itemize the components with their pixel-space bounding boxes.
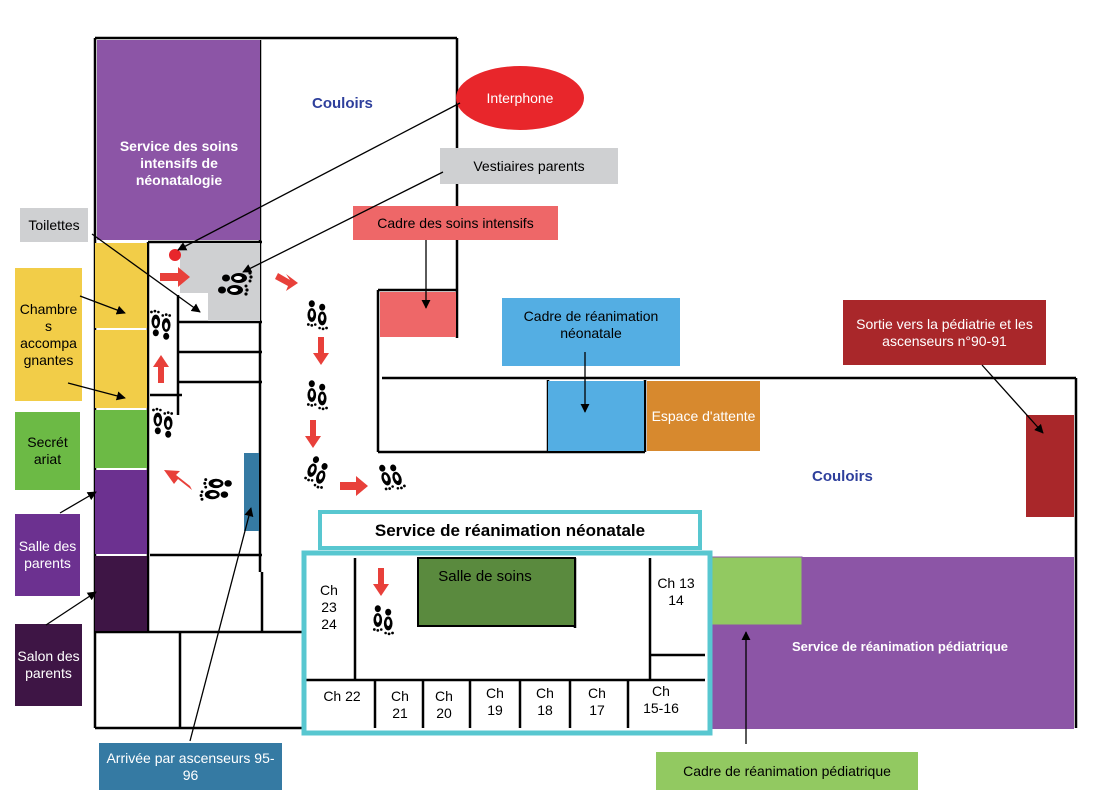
- salon-parents-label: Salon des parents: [17, 648, 80, 681]
- chambres-label: Chambre s accompa gnantes: [19, 300, 78, 368]
- neonat-service-block: [97, 40, 260, 240]
- salle-soins-block: [417, 557, 576, 627]
- footprint-icon: [199, 478, 232, 501]
- route-arrow: [160, 267, 190, 287]
- footprint-icon: [306, 380, 328, 411]
- cadre-soins-block: [380, 292, 456, 337]
- vestiaires-block-2: [180, 243, 208, 293]
- secretariat-label: Secrét ariat: [27, 434, 68, 467]
- footprint-icon: [302, 454, 333, 491]
- footprint-icon: [376, 459, 407, 495]
- room-ch22: Ch 22: [323, 688, 361, 704]
- secretariat-label-bg: [15, 412, 80, 490]
- reanimation-neonatale-frame: [301, 550, 713, 736]
- service-reanimation-pediatrique-label: Service de réanimation pédiatrique: [791, 638, 1009, 654]
- salon-parents-block: [95, 556, 147, 631]
- cadre-reanimation-neonatale-label: Cadre de réanimation néonatale: [523, 308, 659, 341]
- service-reanimation-neonatale-label: Service de réanimation néonatale: [374, 520, 646, 540]
- vestiaires-label: Vestiaires parents: [473, 157, 585, 174]
- salle-parents-label-bg: [15, 514, 80, 596]
- room-ch19: Ch 19: [486, 685, 504, 718]
- chambres-label-bg: [15, 268, 82, 401]
- room-ch21: Ch 21: [391, 688, 409, 721]
- cadre-reanimation-neonatale-block: [548, 381, 644, 451]
- cadre-pediatrique-label-bg: [656, 752, 918, 790]
- room-ch15-16: Ch 15-16: [643, 683, 679, 716]
- cadre-soins-intensifs-label: Cadre des soins intensifs: [377, 214, 534, 231]
- toilettes-label: Toilettes: [28, 216, 80, 233]
- room-ch18: Ch 18: [536, 685, 554, 718]
- corridor-top-label: Couloirs: [312, 95, 373, 112]
- vestiaires-block: [208, 243, 260, 321]
- room-ch20: Ch 20: [435, 688, 453, 721]
- interphone-dot: [169, 249, 181, 261]
- route-arrows: [153, 267, 389, 596]
- arrivee-ascenseurs-label: Arrivée par ascenseurs 95-96: [106, 749, 275, 783]
- arrivee-label-bg: [99, 743, 282, 790]
- toilettes-label-bg: [20, 208, 88, 242]
- salle-parents-block: [95, 470, 147, 554]
- salle-soins-label: Salle de soins: [438, 568, 532, 585]
- footprints: [150, 271, 407, 636]
- route-arrow: [275, 273, 298, 291]
- sortie-label: Sortie vers la pédiatrie et les ascenseu…: [856, 315, 1033, 349]
- sortie-block: [1026, 415, 1074, 517]
- interphone-label: Interphone: [486, 89, 554, 106]
- vestiaires-label-bg: [440, 148, 618, 184]
- salle-parents-label: Salle des parents: [18, 538, 77, 571]
- footprint-icon: [372, 605, 394, 636]
- service-reanimation-title-frame: [318, 510, 702, 550]
- chambre-block-1: [95, 243, 147, 328]
- route-arrow: [153, 355, 169, 383]
- route-arrow: [373, 568, 389, 596]
- leader-lines: [45, 102, 1044, 744]
- espace-attente-label: Espace d'attente: [651, 407, 756, 424]
- secretariat-block: [95, 410, 147, 468]
- cadre-soins-label-bg: [353, 206, 558, 240]
- footprint-icon: [152, 407, 174, 438]
- interphone-ellipse: [456, 66, 584, 130]
- walls: [93, 36, 1078, 730]
- footprint-icon: [150, 309, 172, 340]
- corridor-right-label: Couloirs: [812, 468, 873, 485]
- espace-attente-block: [647, 381, 760, 451]
- route-arrow: [305, 420, 321, 448]
- room-ch23-24: Ch 23 24: [320, 582, 338, 632]
- route-arrow: [164, 470, 192, 490]
- footprint-icon: [306, 300, 328, 331]
- room-ch17: Ch 17: [588, 685, 606, 718]
- cadre-reanimation-pediatrique-label: Cadre de réanimation pédiatrique: [683, 762, 891, 779]
- neonat-service-label: Service des soins intensifs de néonatalo…: [119, 137, 239, 188]
- ascenseur-block: [244, 453, 259, 531]
- cadre-reanimation-neonatale-label-bg: [502, 298, 680, 366]
- sortie-label-bg: [843, 300, 1046, 365]
- route-arrow: [340, 476, 368, 496]
- room-ch13-14: Ch 13 14: [657, 575, 695, 608]
- salon-parents-label-bg: [15, 624, 82, 706]
- cadre-pediatrique-block-top: [709, 556, 803, 626]
- route-arrow: [313, 337, 329, 365]
